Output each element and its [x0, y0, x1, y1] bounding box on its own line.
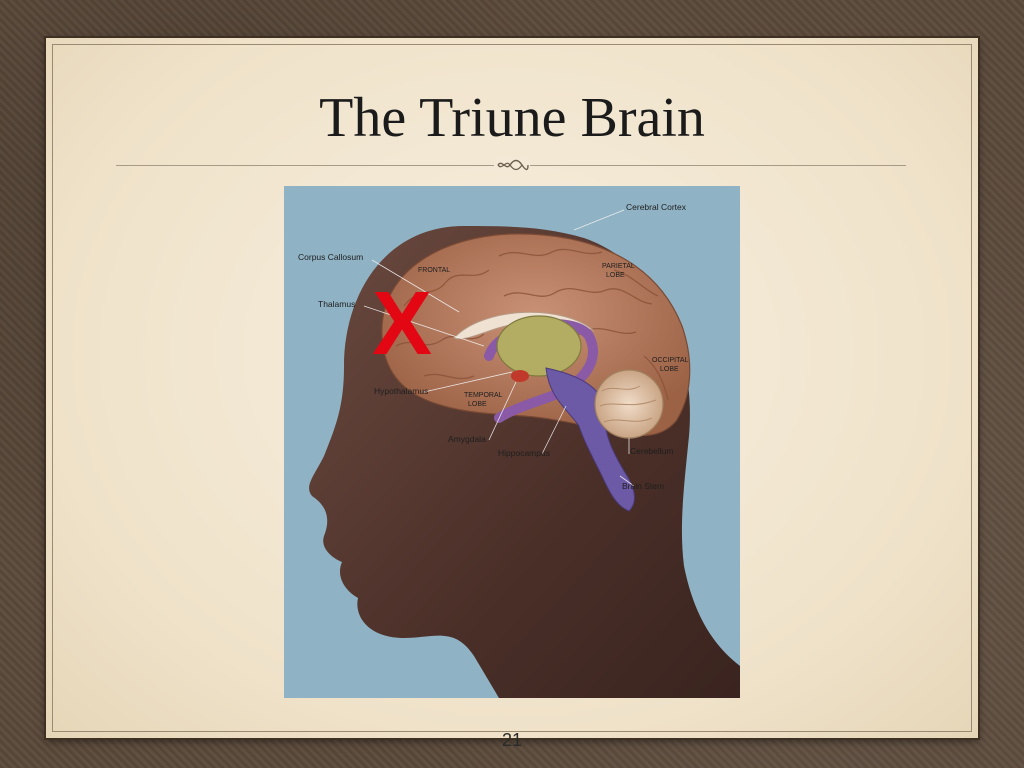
- slide-frame: The Triune Brain: [46, 38, 978, 750]
- label-cerebellum: Cerebellum: [630, 446, 673, 456]
- label-parietal-lobe: PARIETAL: [602, 263, 635, 270]
- slide-inner-border: [52, 44, 972, 732]
- label-occipital-lobe-line2: LOBE: [660, 366, 679, 373]
- label-occipital-lobe: OCCIPITAL: [652, 357, 689, 364]
- slide-title: The Triune Brain: [319, 87, 705, 149]
- thalamus: [496, 315, 582, 377]
- label-hippocampus: Hippocampus: [498, 448, 550, 458]
- cortex-folds: [395, 248, 669, 401]
- brain-diagram: Cerebral Cortex Corpus Callosum FRONTAL …: [284, 186, 740, 698]
- ornament-icon: [494, 158, 530, 172]
- label-amygdala: Amygdala: [448, 434, 486, 444]
- leader-lines: [363, 209, 635, 487]
- label-temporal-lobe: TEMPORAL: [464, 392, 503, 399]
- label-brain-stem: Brain Stem: [622, 481, 664, 491]
- slide-number: 21: [501, 730, 523, 750]
- label-hypothalamus: Hypothalamus: [374, 386, 428, 396]
- label-frontal-lobe: FRONTAL: [418, 267, 450, 274]
- label-corpus-callosum: Corpus Callosum: [298, 252, 363, 262]
- label-parietal-lobe-line2: LOBE: [606, 272, 625, 279]
- red-x-mark: X: [372, 274, 432, 374]
- amygdala: [511, 370, 529, 382]
- label-temporal-lobe-line2: LOBE: [468, 401, 487, 408]
- cerebellum: [594, 369, 664, 439]
- label-thalamus: Thalamus: [318, 299, 355, 309]
- label-cerebral-cortex: Cerebral Cortex: [626, 202, 687, 212]
- cerebellum-folds: [599, 385, 657, 423]
